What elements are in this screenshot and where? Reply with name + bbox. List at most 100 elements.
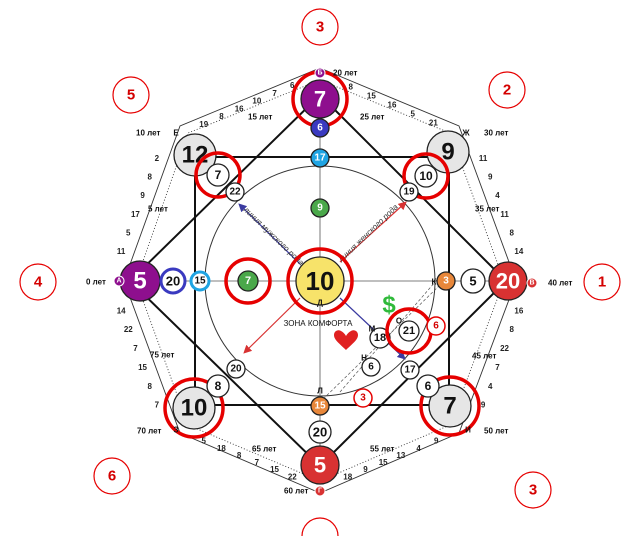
- circle-zh-value: 9: [441, 139, 454, 166]
- letter-B: Б: [314, 67, 326, 79]
- circle-e-value: 12: [182, 142, 209, 169]
- ring-number: 7: [272, 89, 277, 98]
- circle-tr-3-value: 19: [403, 187, 415, 198]
- circle-tr-2: 10: [402, 152, 450, 200]
- ring-number: 9: [488, 173, 493, 182]
- ring-number: 14: [514, 247, 523, 256]
- circle-right-2-value: 5: [469, 274, 476, 289]
- male-line-arrow: [238, 203, 301, 265]
- circle-tl-3: 22: [225, 182, 245, 202]
- circle-left-2: 20: [159, 267, 187, 295]
- ring-number: 18: [217, 444, 226, 453]
- circle-i-value: 7: [443, 393, 456, 420]
- outer-marker-bottom-right: 3: [514, 471, 552, 509]
- age-label: 20 лет: [333, 69, 357, 78]
- letter-O: О: [396, 317, 402, 326]
- letter-Zh: Ж: [461, 129, 470, 138]
- circle-tl-2-value: 7: [215, 168, 222, 182]
- circle-z-highlight-ring: [163, 377, 225, 439]
- letter-N: Н: [361, 354, 367, 363]
- circle-top-4: 9: [310, 198, 330, 218]
- ring-number: 18: [343, 472, 352, 481]
- ring-number: 9: [434, 437, 439, 446]
- circle-top-4-value: 9: [317, 203, 323, 214]
- svg-text:К: К: [432, 278, 437, 287]
- age-label: 15 лет: [248, 113, 272, 122]
- ring-number: 13: [396, 451, 405, 460]
- ring-number: 4: [488, 382, 493, 391]
- letter-L: Л: [317, 387, 323, 396]
- ring-number: 11: [117, 247, 126, 256]
- ring-number: 8: [348, 83, 353, 92]
- svg-text:4: 4: [34, 274, 43, 291]
- ring-number: 10: [252, 97, 261, 106]
- outer-marker-top: 3: [301, 8, 339, 46]
- letter-I: И: [465, 426, 471, 435]
- circle-m: 18: [369, 327, 391, 349]
- svg-text:Г: Г: [318, 488, 322, 495]
- circle-z-value: 10: [181, 395, 208, 422]
- letter-G: Г: [314, 485, 326, 497]
- age-label: 35 лет: [475, 205, 499, 214]
- ring-number: 8: [147, 173, 152, 182]
- ring-number: 9: [481, 401, 486, 410]
- circle-tr-2-highlight-ring: [402, 152, 450, 200]
- svg-text:2: 2: [503, 82, 511, 99]
- outer-marker-bottom-partial: [301, 517, 339, 536]
- ring-number: 2: [155, 154, 160, 163]
- ring-number: 15: [367, 92, 376, 101]
- circle-br-3: 17: [400, 360, 420, 380]
- age-label: 30 лет: [484, 129, 508, 138]
- ring-number: 8: [219, 112, 224, 121]
- letter-D: Д: [317, 299, 323, 308]
- circle-bl-3-value: 20: [230, 364, 242, 375]
- outer-markers: 3 5 2 4 16 3: [19, 8, 621, 536]
- circle-bl-2-value: 8: [215, 379, 222, 393]
- ring-number: 4: [495, 191, 500, 200]
- age-label: 75 лет: [150, 351, 174, 360]
- ring-number: 7: [133, 344, 138, 353]
- ring-number: 9: [363, 465, 368, 474]
- circle-right-k-value: 3: [443, 276, 449, 287]
- circle-left-3: 15: [189, 270, 211, 292]
- letter-M: М: [369, 325, 376, 334]
- ring-number: 16: [235, 104, 244, 113]
- svg-text:А: А: [116, 278, 121, 285]
- age-label: 65 лет: [252, 445, 276, 454]
- circle-o: 21: [385, 307, 433, 355]
- ring-number: 8: [237, 451, 242, 460]
- circle-v: 20: [488, 261, 528, 301]
- svg-text:Ж: Ж: [461, 129, 470, 138]
- age-label: 10 лет: [136, 129, 160, 138]
- circle-left-3-value: 15: [194, 276, 206, 287]
- ring-number: 21: [429, 119, 438, 128]
- svg-text:Б: Б: [317, 70, 322, 77]
- ring-number: 15: [379, 458, 388, 467]
- ring-number: 8: [509, 325, 514, 334]
- circle-left-4-highlight-ring: [224, 257, 272, 305]
- ring-number: 8: [147, 382, 152, 391]
- circle-a-value: 5: [133, 268, 146, 295]
- heart-icon: [334, 330, 358, 350]
- circle-g: 5: [300, 445, 340, 485]
- circle-bottom-2: 20: [308, 420, 332, 444]
- red-arrow-down: [243, 297, 301, 354]
- age-label: 70 лет: [137, 427, 161, 436]
- age-label: 25 лет: [360, 113, 384, 122]
- circle-d-highlight-ring: [286, 247, 354, 315]
- svg-text:3: 3: [360, 393, 366, 404]
- ring-number: 5: [410, 110, 415, 119]
- circle-tr-3: 19: [399, 182, 419, 202]
- svg-text:3: 3: [529, 482, 537, 499]
- circle-z: 10: [163, 377, 225, 439]
- circle-g-value: 5: [314, 453, 326, 478]
- ring-number: 19: [199, 120, 208, 129]
- circle-bl-2: 8: [206, 374, 230, 398]
- age-label: 60 лет: [284, 487, 308, 496]
- ring-number: 7: [495, 363, 500, 372]
- annotation-ann_6: 6: [426, 316, 446, 336]
- circle-left-4-value: 7: [245, 275, 251, 287]
